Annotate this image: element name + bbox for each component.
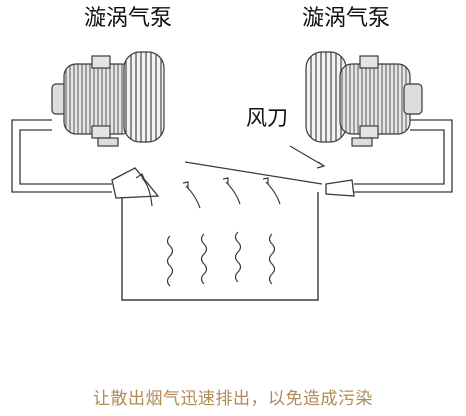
air-flow-lines — [135, 145, 326, 209]
right-duct — [354, 119, 453, 193]
right-pump-label: 漩涡气泵 — [302, 6, 391, 31]
air-knife-label: 风刀 — [246, 106, 288, 130]
right-vortex-pump — [305, 51, 423, 147]
caption-text: 让散出烟气迅速排出，以免造成污染 — [93, 389, 373, 409]
left-pump-label: 漩涡气泵 — [84, 6, 173, 31]
air-knife-nozzle — [325, 179, 355, 197]
rising-fumes — [166, 231, 276, 287]
left-duct — [11, 119, 112, 193]
tank — [121, 192, 319, 301]
suction-hood — [111, 167, 160, 199]
left-vortex-pump — [51, 51, 165, 147]
diagram-canvas — [11, 51, 453, 301]
